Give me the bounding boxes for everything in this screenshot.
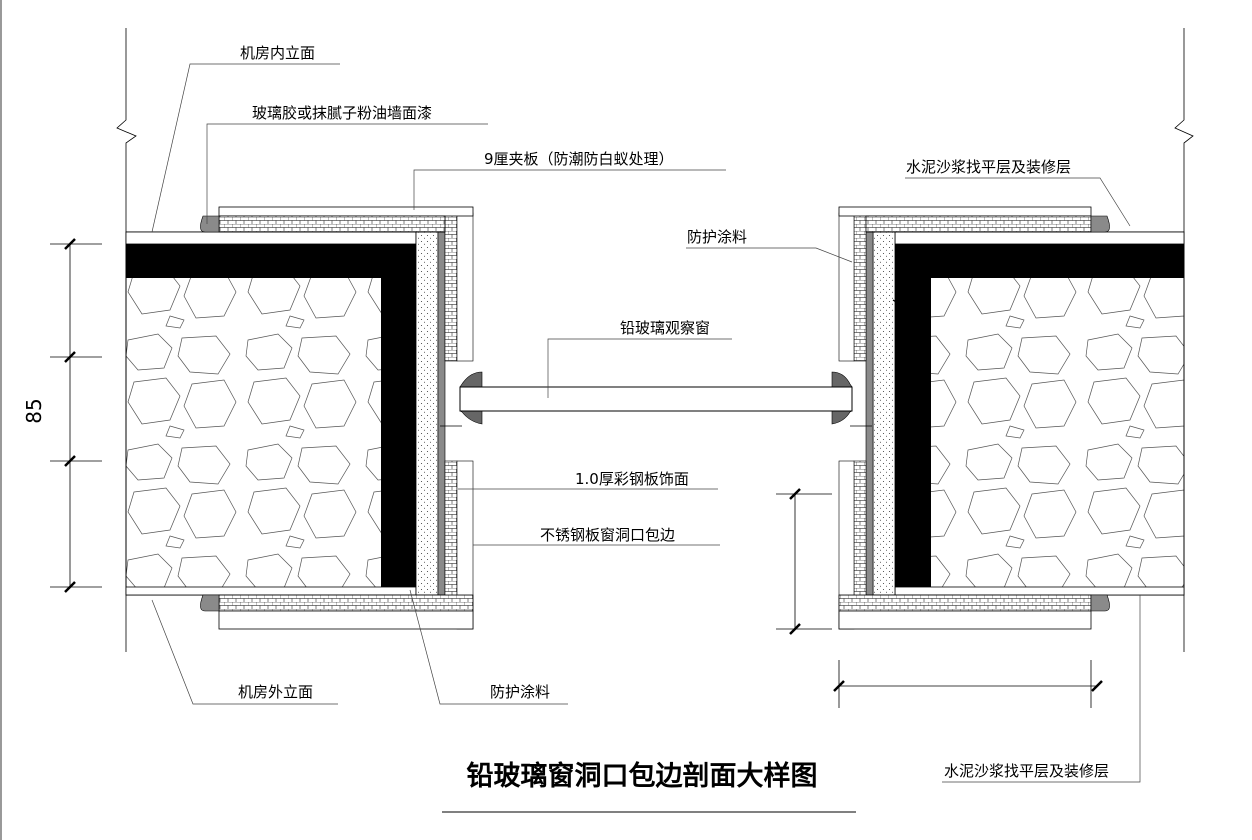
- left-window-clip-bottom: [459, 410, 483, 425]
- label-coating-bottom: 防护涂料: [490, 683, 550, 701]
- lead-glass-pane: [459, 386, 853, 412]
- window-dim-tick-bottom: [789, 623, 801, 635]
- label-lead-glass: 铅玻璃观察窗: [620, 319, 710, 337]
- lead-glass-window: [440, 371, 872, 427]
- right-stone-masonry: [894, 231, 1185, 596]
- left-wall-section: [125, 206, 474, 630]
- leader-coating-bottom: [409, 589, 568, 705]
- leader-black-lining: [892, 299, 921, 319]
- leader-cement-bottom: [942, 595, 1141, 783]
- label-cement-bottom: 水泥沙浆找平层及装修层: [944, 762, 1109, 780]
- right-bottom-color-steel: [838, 610, 1092, 630]
- left-black-lining: [126, 244, 416, 587]
- right-window-clip-bottom: [831, 410, 853, 425]
- bottom-dim-tick-right: [1091, 680, 1103, 692]
- right-black-lining: [895, 244, 1184, 587]
- label-stainless: 不锈钢板窗洞口包边: [540, 526, 675, 544]
- wall-break-line-left-top: [116, 28, 137, 232]
- right-inner-plaster: [894, 231, 1185, 245]
- left-inner-plaster: [125, 231, 417, 245]
- leader-inner-facade: [151, 63, 340, 233]
- right-bottom-glass-glue: [1090, 594, 1110, 612]
- right-plywood-lower: [853, 460, 867, 612]
- label-outer-facade: 机房外立面: [238, 683, 313, 701]
- label-glass-glue: 玻璃胶或抹腻子粉油墙面漆: [252, 104, 432, 122]
- leader-glass-glue: [206, 123, 488, 224]
- left-top-plywood: [218, 215, 446, 233]
- dim-tick-4: [64, 581, 76, 593]
- left-plywood-lower: [444, 460, 458, 612]
- dim-tick-2: [64, 351, 76, 363]
- left-dimension: 85: [22, 238, 102, 593]
- bottom-dim-tick-left: [833, 680, 845, 692]
- leader-outer-facade: [151, 599, 338, 705]
- drawing-title: 铅玻璃窗洞口包边剖面大样图: [467, 760, 818, 792]
- right-reveal-board: [872, 231, 896, 596]
- right-steel-cover-upper: [838, 212, 855, 362]
- window-dim-tick-top: [789, 488, 801, 500]
- dim-tick-3: [64, 455, 76, 467]
- left-bottom-color-steel: [218, 610, 474, 630]
- label-plywood: 9厘夹板（防潮防白蚁处理）: [484, 150, 674, 168]
- wall-break-line-right-top: [1174, 28, 1194, 232]
- label-coating-top: 防护涂料: [687, 228, 747, 246]
- dim-tick-1: [64, 238, 76, 250]
- right-plywood-upper: [853, 212, 867, 362]
- right-bottom-plywood: [838, 594, 1092, 612]
- left-protective-coating: [437, 231, 446, 596]
- leader-coating-top: [686, 247, 853, 263]
- leader-lead-glass: [547, 338, 732, 398]
- label-color-steel: 1.0厚彩钢板饰面: [575, 470, 689, 488]
- left-plywood-upper: [444, 212, 458, 362]
- window-dimension: [776, 488, 832, 635]
- leader-lines: [151, 63, 1141, 783]
- right-outer-plaster: [894, 586, 1185, 596]
- leader-plywood: [413, 169, 726, 210]
- right-window-clip-top: [831, 371, 853, 388]
- label-cement-top: 水泥沙浆找平层及装修层: [906, 158, 1071, 176]
- leader-cement-top: [905, 177, 1131, 227]
- left-steel-cover-upper: [456, 212, 474, 362]
- left-bottom-plywood: [218, 594, 474, 612]
- right-top-glass-glue: [1090, 215, 1110, 233]
- right-wall-section: [838, 206, 1185, 630]
- bottom-dimension: [833, 660, 1103, 708]
- left-bottom-glass-glue: [200, 594, 220, 612]
- left-top-glass-glue: [200, 215, 220, 233]
- left-outer-plaster: [125, 586, 417, 596]
- left-stone-masonry: [125, 231, 417, 596]
- left-reveal-board: [415, 231, 439, 596]
- right-protective-coating: [865, 231, 874, 596]
- left-window-clip-top: [459, 371, 483, 388]
- label-inner-facade: 机房内立面: [240, 44, 315, 62]
- dimension-value: 85: [22, 398, 46, 423]
- right-top-plywood: [865, 215, 1092, 233]
- right-top-color-steel: [838, 206, 1092, 217]
- left-top-color-steel: [218, 206, 474, 217]
